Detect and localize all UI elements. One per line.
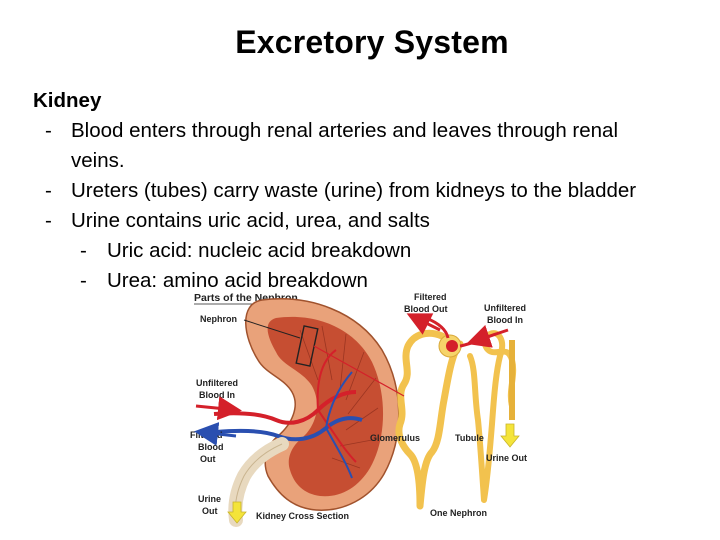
- arrow-urine-out-right: [500, 423, 520, 448]
- label-unfiltered-blood-in-right: Blood In: [487, 315, 523, 325]
- label-kidney-cross-section: Kidney Cross Section: [256, 511, 349, 521]
- label-tubule: Tubule: [455, 433, 484, 443]
- label-unfiltered-blood-in-left: Unfiltered: [196, 378, 238, 388]
- label-filtered-blood-out-right: Filtered: [414, 292, 447, 302]
- label-urine-out-right: Urine Out: [486, 453, 527, 463]
- bullet-text: Urine contains uric acid, urea, and salt…: [71, 209, 430, 232]
- bullet-dash: -: [80, 239, 87, 262]
- loop-of-henle: [467, 353, 503, 503]
- pointer-box-to-nephron: [313, 345, 405, 397]
- arrow-filtered-out-left: [194, 422, 237, 446]
- bullet-item: - Urine contains uric acid, urea, and sa…: [33, 206, 636, 236]
- arrow-urine-out-left: [227, 501, 247, 524]
- arrow-filtered-out-right: [406, 313, 441, 335]
- label-filtered-blood-out-left: Blood: [198, 442, 224, 452]
- bullet-text: Urea: amino acid breakdown: [107, 269, 368, 292]
- pointer-nephron: [243, 319, 301, 339]
- label-one-nephron: One Nephron: [430, 508, 487, 518]
- bullet-item: - Ureters (tubes) carry waste (urine) fr…: [33, 176, 636, 206]
- bullet-text: Ureters (tubes) carry waste (urine) from…: [71, 179, 637, 202]
- one-nephron-image: [395, 316, 517, 510]
- label-unfiltered-blood-in-left: Blood In: [199, 390, 235, 400]
- arrow-unfiltered-in-right: [466, 324, 509, 348]
- bullet-dash: -: [80, 269, 87, 292]
- label-filtered-blood-out-right: Blood Out: [404, 304, 448, 314]
- label-urine-out-left: Out: [202, 506, 218, 516]
- glomerulus: [446, 340, 458, 352]
- label-filtered-blood-out-left: Out: [200, 454, 216, 464]
- bullet-text: Blood enters through renal arteries and …: [71, 119, 619, 142]
- arrow-unfiltered-in-left: [195, 396, 242, 421]
- nephron-tubule: [395, 329, 464, 510]
- bullet-dash: -: [45, 209, 52, 232]
- renal-vein: [215, 416, 363, 442]
- vein-branch: [325, 371, 353, 479]
- slide-title: Excretory System: [235, 24, 509, 60]
- bullet-text: veins.: [71, 149, 125, 172]
- label-unfiltered-blood-in-right: Unfiltered: [484, 303, 526, 313]
- label-glomerulus: Glomerulus: [370, 433, 420, 443]
- bullet-dash: -: [45, 119, 52, 142]
- bullet-text: Uric acid: nucleic acid breakdown: [107, 239, 412, 262]
- sub-bullet-item: - Urea: amino acid breakdown: [33, 266, 636, 296]
- kidney-heading: Kidney: [33, 89, 102, 112]
- kidney-cross-section-image: [213, 298, 400, 527]
- bullet-list: Kidney - Blood enters through renal arte…: [33, 86, 636, 296]
- sub-bullet-item: - Uric acid: nucleic acid breakdown: [33, 236, 636, 266]
- bullet-item-continuation: veins.: [33, 146, 636, 176]
- bullet-dash: -: [45, 179, 52, 202]
- artery-branch: [316, 349, 357, 463]
- bullet-item: - Blood enters through renal arteries an…: [33, 116, 636, 146]
- label-urine-out-left: Urine: [198, 494, 221, 504]
- label-nephron: Nephron: [200, 314, 237, 324]
- nephron-highlight-box: [295, 325, 319, 367]
